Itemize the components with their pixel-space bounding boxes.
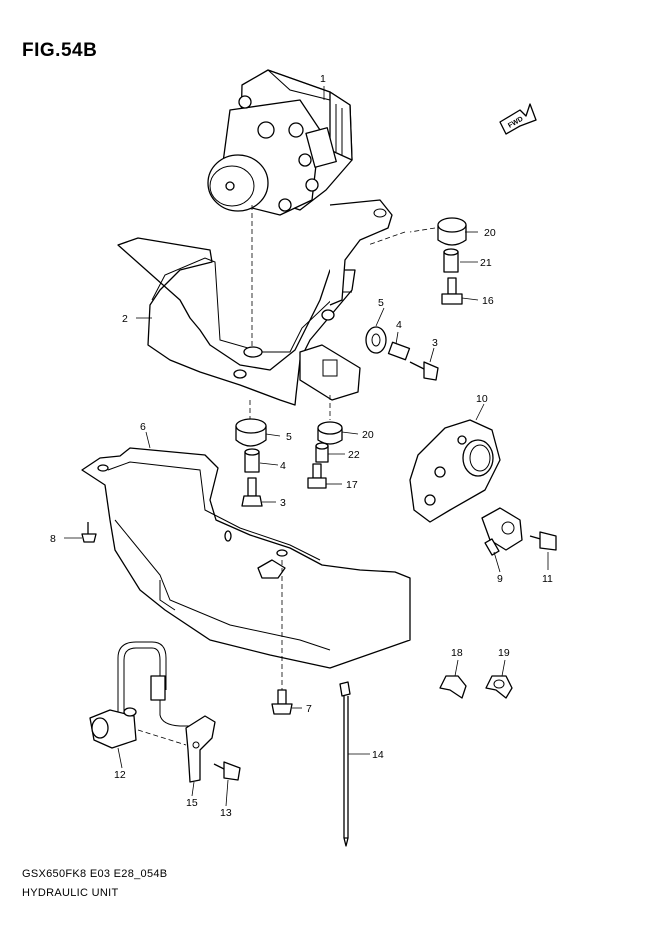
brake-pipe-joint-12[interactable] xyxy=(89,641,190,749)
bolt-16[interactable] xyxy=(441,277,463,305)
grommet-5-upper[interactable] xyxy=(365,326,387,354)
bolt-17[interactable] xyxy=(307,463,327,489)
callout-4-lower: 4 xyxy=(280,460,286,472)
callout-13: 13 xyxy=(220,807,232,819)
grommet-20-upper[interactable] xyxy=(437,217,467,246)
grommet-5-lower[interactable] xyxy=(235,418,267,447)
clamp-19[interactable] xyxy=(485,675,513,699)
callout-16: 16 xyxy=(482,295,494,307)
callout-3-lower: 3 xyxy=(280,497,286,509)
clamp-18[interactable] xyxy=(439,675,467,699)
callout-numbers: 1 2 5 4 3 20 21 16 10 5 20 4 22 3 17 6 8… xyxy=(50,73,553,819)
diagram-unit-name: HYDRAULIC UNIT xyxy=(22,887,119,899)
bolt-3-lower[interactable] xyxy=(241,477,263,507)
callout-19: 19 xyxy=(498,647,510,659)
callout-11: 11 xyxy=(542,573,553,585)
hydraulic-unit-assembly[interactable] xyxy=(207,69,353,216)
callout-20-lower: 20 xyxy=(362,429,374,441)
callout-5-upper: 5 xyxy=(378,297,384,309)
callout-1: 1 xyxy=(320,73,326,85)
callout-22: 22 xyxy=(348,449,360,461)
callout-2: 2 xyxy=(122,313,128,325)
forward-direction-arrow: FWD xyxy=(499,103,537,135)
bolt-13[interactable] xyxy=(213,761,241,781)
brake-hose-joint-9[interactable] xyxy=(481,507,523,556)
callout-20-upper: 20 xyxy=(484,227,496,239)
callout-15: 15 xyxy=(186,797,198,809)
figure-title: FIG.54B xyxy=(22,40,98,61)
grommet-20-lower[interactable] xyxy=(317,421,343,445)
diagram-code: GSX650FK8 E03 E28_054B xyxy=(22,868,168,880)
collar-4-lower[interactable] xyxy=(244,448,260,473)
bolt-3-upper[interactable] xyxy=(409,361,439,381)
callout-3-upper: 3 xyxy=(432,337,438,349)
collar-4-upper[interactable] xyxy=(387,341,411,361)
cable-tie-14[interactable] xyxy=(339,681,351,847)
collar-22[interactable] xyxy=(315,442,329,463)
hydraulic-unit-tray[interactable] xyxy=(81,447,411,669)
callout-8: 8 xyxy=(50,533,56,545)
bolt-11[interactable] xyxy=(529,531,557,551)
callout-17: 17 xyxy=(346,479,358,491)
leader-lines xyxy=(64,86,549,807)
bolt-7[interactable] xyxy=(271,689,293,715)
hydraulic-unit-bracket[interactable] xyxy=(117,199,393,406)
collar-21[interactable] xyxy=(443,248,459,273)
callout-14: 14 xyxy=(372,749,384,761)
callout-7: 7 xyxy=(306,703,312,715)
callout-9: 9 xyxy=(497,573,503,585)
callout-18: 18 xyxy=(451,647,463,659)
pipe-clamp-15[interactable] xyxy=(185,715,216,783)
callout-10: 10 xyxy=(476,393,488,405)
callout-6: 6 xyxy=(140,421,146,433)
screw-8[interactable] xyxy=(81,522,97,543)
sensor-bracket-10[interactable] xyxy=(409,419,501,523)
callout-12: 12 xyxy=(114,769,126,781)
callout-4-upper: 4 xyxy=(396,319,402,331)
callout-5-lower: 5 xyxy=(286,431,292,443)
callout-21: 21 xyxy=(480,257,492,269)
